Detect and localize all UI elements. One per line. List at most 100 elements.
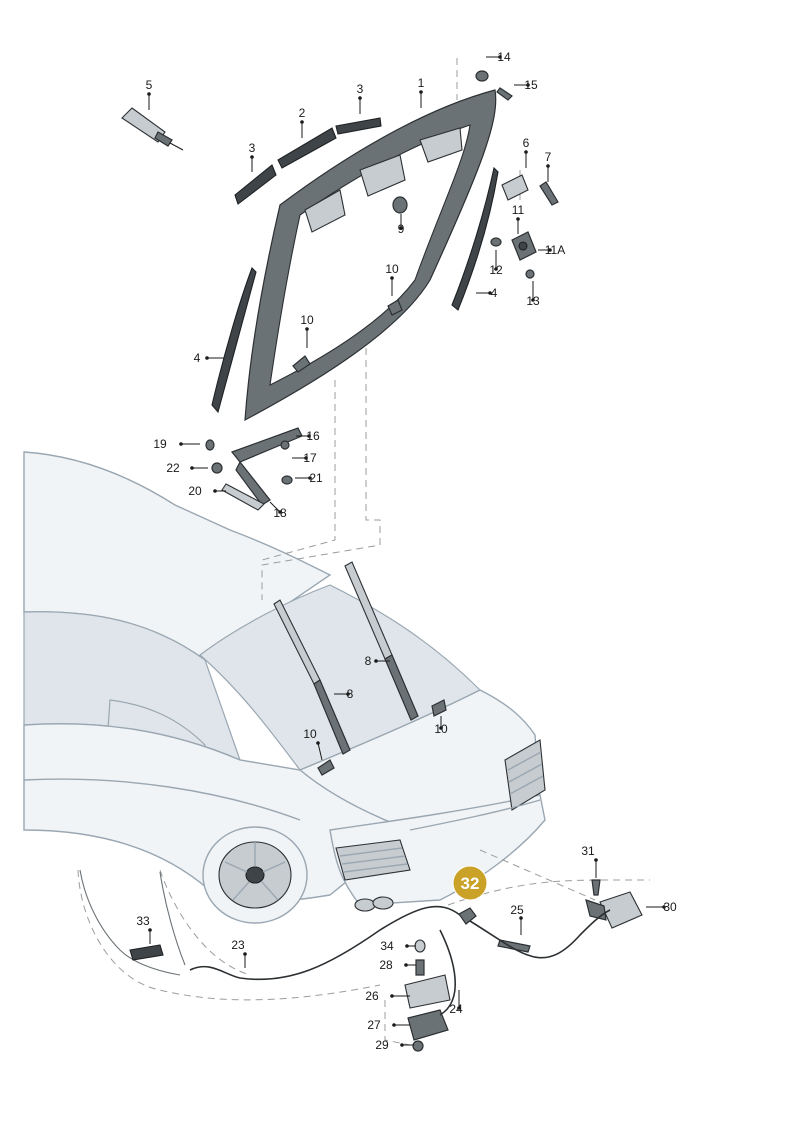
- callout-12[interactable]: 12: [489, 250, 503, 277]
- callout-21[interactable]: 21: [295, 471, 323, 485]
- callout-number: 28: [379, 958, 393, 972]
- callout-28[interactable]: 28: [379, 958, 416, 972]
- callout-25[interactable]: 25: [510, 903, 524, 935]
- callout-26[interactable]: 26: [365, 989, 410, 1003]
- callout-2[interactable]: 2: [299, 106, 306, 138]
- callout-10[interactable]: 10: [434, 716, 448, 736]
- callout-18[interactable]: 18: [269, 501, 287, 520]
- callout-number: 6: [523, 136, 530, 150]
- callout-dot: [419, 90, 423, 94]
- callout-17[interactable]: 17: [292, 451, 317, 465]
- callout-27[interactable]: 27: [367, 1018, 410, 1032]
- callout-leader-line: [269, 501, 281, 513]
- callout-number: 18: [273, 506, 287, 520]
- callout-number: 9: [398, 222, 405, 236]
- callout-dot: [526, 83, 530, 87]
- callout-8[interactable]: 8: [334, 687, 354, 701]
- callout-number: 16: [306, 429, 320, 443]
- callout-11A[interactable]: 11A: [538, 243, 565, 257]
- callout-dot: [346, 692, 350, 696]
- callout-dot: [498, 55, 502, 59]
- callout-5[interactable]: 5: [146, 78, 153, 110]
- callout-19[interactable]: 19: [153, 437, 200, 451]
- callout-10[interactable]: 10: [300, 313, 314, 348]
- callout-number: 8: [365, 654, 372, 668]
- callout-number: 10: [385, 262, 399, 276]
- callout-dot: [308, 476, 312, 480]
- callout-number: 30: [663, 900, 677, 914]
- callout-3[interactable]: 3: [357, 82, 364, 114]
- callout-dot: [148, 928, 152, 932]
- callout-15[interactable]: 15: [514, 78, 538, 92]
- callout-number: 4: [491, 286, 498, 300]
- callout-number: 25: [510, 903, 524, 917]
- callout-number: 29: [375, 1038, 389, 1052]
- callout-dot: [457, 1006, 461, 1010]
- callout-number: 5: [146, 78, 153, 92]
- callout-4[interactable]: 4: [476, 286, 498, 300]
- callout-number: 33: [136, 914, 150, 928]
- callout-8[interactable]: 8: [365, 654, 390, 668]
- callout-dot: [390, 994, 394, 998]
- callout-number: 19: [153, 437, 167, 451]
- callout-number: 2: [299, 106, 306, 120]
- callout-number: 11: [512, 203, 525, 217]
- callout-29[interactable]: 29: [375, 1038, 414, 1052]
- callout-4[interactable]: 4: [194, 351, 224, 365]
- callout-number: 31: [581, 844, 595, 858]
- callout-9[interactable]: 9: [398, 214, 405, 236]
- callout-dot: [213, 489, 217, 493]
- callout-30[interactable]: 30: [646, 900, 677, 914]
- callout-dot: [400, 1043, 404, 1047]
- callout-number: 26: [365, 989, 379, 1003]
- callout-number: 20: [188, 484, 202, 498]
- callout-number: 7: [545, 150, 552, 164]
- callout-dot: [399, 226, 403, 230]
- callout-dot: [205, 356, 209, 360]
- callout-dot: [307, 434, 311, 438]
- callout-number: 3: [357, 82, 364, 96]
- callout-number: 34: [380, 939, 394, 953]
- callout-number: 17: [303, 451, 317, 465]
- callout-number: 22: [166, 461, 180, 475]
- callout-number: 10: [303, 727, 317, 741]
- callout-24[interactable]: 24: [449, 990, 463, 1016]
- callout-number: 10: [434, 722, 448, 736]
- callout-number: 27: [367, 1018, 381, 1032]
- callout-1[interactable]: 1: [418, 76, 425, 108]
- callout-number: 11A: [545, 243, 565, 257]
- callout-dot: [439, 726, 443, 730]
- callout-dot: [488, 291, 492, 295]
- callout-6[interactable]: 6: [523, 136, 530, 168]
- callout-number: 21: [309, 471, 323, 485]
- callout-dot: [531, 298, 535, 302]
- callout-20[interactable]: 20: [188, 484, 226, 498]
- callout-dot: [546, 164, 550, 168]
- callout-23[interactable]: 23: [231, 938, 247, 968]
- callout-33[interactable]: 33: [136, 914, 152, 944]
- callout-dot: [516, 217, 520, 221]
- callout-14[interactable]: 14: [486, 50, 511, 64]
- callout-16[interactable]: 16: [296, 429, 320, 443]
- callout-number: 14: [497, 50, 511, 64]
- callout-dot: [374, 659, 378, 663]
- callout-10[interactable]: 10: [385, 262, 399, 296]
- callout-number: 1: [418, 76, 425, 90]
- callout-34[interactable]: 34: [380, 939, 416, 953]
- callout-dot: [494, 267, 498, 271]
- callout-22[interactable]: 22: [166, 461, 208, 475]
- callout-number: 15: [524, 78, 538, 92]
- callout-7[interactable]: 7: [545, 150, 552, 182]
- callout-13[interactable]: 13: [526, 281, 540, 308]
- callout-10[interactable]: 10: [303, 727, 323, 761]
- callout-dot: [405, 944, 409, 948]
- callout-31[interactable]: 31: [581, 844, 598, 878]
- highlight-callout-32[interactable]: 32: [452, 865, 488, 925]
- callout-number: 8: [347, 687, 354, 701]
- callout-dot: [179, 442, 183, 446]
- callout-11[interactable]: 11: [512, 203, 525, 234]
- bonnet-lid-assembly: [211, 89, 499, 422]
- callout-3[interactable]: 3: [249, 141, 256, 172]
- callout-dot: [278, 510, 282, 514]
- callout-dot: [524, 150, 528, 154]
